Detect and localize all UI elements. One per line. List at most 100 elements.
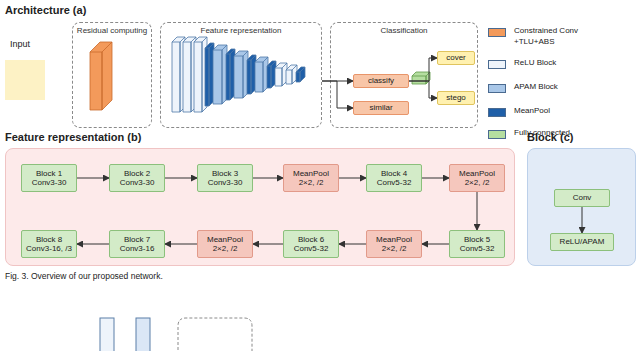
panel-heading: Feature representation (b) (5, 131, 513, 143)
legend-entry: MeanPool (488, 106, 598, 126)
layer-box: Block 1Conv3-30 (21, 164, 77, 192)
layer-slab (296, 67, 305, 82)
layer-label: Block 7 (124, 235, 150, 244)
layer-box: ReLU/APAM (550, 233, 614, 251)
legend-swatch (488, 84, 506, 93)
layer-label: Block 6 (298, 235, 324, 244)
legend-label: MeanPool (514, 106, 590, 117)
legend-label: Fully connected (514, 128, 590, 139)
layer-label: Conv3-16, /3 (26, 244, 72, 253)
layer-slab-edge (90, 42, 112, 110)
layer-slab-edge (234, 51, 248, 98)
layer-label: stego (446, 93, 466, 102)
flow-arrow (409, 81, 437, 98)
layer-slab-edge (275, 63, 287, 86)
flow-arrow (322, 81, 353, 82)
flow-arrow (339, 178, 366, 179)
layer-label: classify (368, 76, 394, 85)
region-heading: Feature representation (161, 26, 321, 35)
layer-box: MeanPool2×2, /2 (449, 164, 505, 192)
layer-slab (234, 51, 248, 98)
layer-label: Conv5-32 (377, 178, 412, 187)
legend-entry: APAM Block (488, 82, 598, 102)
layer-box: MeanPool2×2, /2 (197, 230, 253, 258)
layer-slab (213, 45, 227, 104)
layer-label: MeanPool (207, 235, 243, 244)
layer-slab-edge (412, 72, 430, 84)
cropped-region (178, 318, 252, 351)
flow-arrow (77, 178, 109, 179)
figure-caption: Fig. 3. Overview of our proposed network… (5, 271, 163, 281)
figure-title: Architecture (a) (5, 4, 86, 16)
flow-arrow (422, 178, 449, 179)
legend-swatch (488, 130, 506, 139)
layer-label: Block 3 (212, 169, 238, 178)
layer-label: Conv3-30 (32, 178, 67, 187)
stage-region: Classification classify similar cover stego (330, 22, 478, 128)
layer-box: stego (437, 91, 475, 105)
layer-label: MeanPool (376, 235, 412, 244)
region-heading: Classification (331, 26, 477, 35)
flow-arrow (165, 244, 197, 245)
layer-box: MeanPool2×2, /2 (366, 230, 422, 258)
layer-box: Block 4Conv5-32 (366, 164, 422, 192)
legend-label: Constrained Conv +TLU+ABS (514, 26, 590, 48)
layer-slab-edge (296, 67, 305, 82)
legend-swatch (488, 108, 506, 117)
input-sample (5, 60, 45, 100)
legend-entry: ReLU Block (488, 58, 598, 78)
layer-slab (255, 57, 268, 92)
layer-label: Block 1 (36, 169, 62, 178)
layer-slab (286, 65, 297, 84)
flow-arrow (477, 192, 478, 230)
layer-label: cover (446, 53, 466, 62)
layer-slab-edge (286, 65, 297, 84)
layer-box: Block 3Conv3-30 (197, 164, 253, 192)
layer-label: Conv (573, 193, 592, 202)
layer-label: MeanPool (293, 169, 329, 178)
legend-entry: Constrained Conv +TLU+ABS (488, 26, 598, 46)
layer-box: Block 8Conv3-16, /3 (21, 230, 77, 258)
layer-label: 2×2, /2 (213, 244, 238, 253)
layer-label: Block 4 (381, 169, 407, 178)
layer-box: MeanPool2×2, /2 (283, 164, 339, 192)
layer-label: 2×2, /2 (299, 178, 324, 187)
layer-label: Conv3-16 (120, 244, 155, 253)
layer-label: Conv3-30 (208, 178, 243, 187)
legend-label: ReLU Block (514, 58, 590, 69)
layer-slab (412, 72, 430, 84)
cropped-block (136, 318, 150, 351)
flow-arrow (322, 81, 353, 108)
flow-arrow (253, 178, 283, 179)
legend-swatch (488, 28, 506, 37)
layer-label: Block 2 (124, 169, 150, 178)
legend-entry: Fully connected (488, 128, 598, 148)
stage-region: Residual computing (72, 22, 152, 128)
layer-slab-edge (213, 45, 227, 104)
region-heading: Residual computing (73, 26, 151, 35)
layer-label: Block 5 (464, 235, 490, 244)
flow-arrow (422, 244, 449, 245)
input-label: Input (10, 39, 48, 49)
stage-region: Feature representation (160, 22, 322, 128)
layer-box: Block 5Conv5-32 (449, 230, 505, 258)
flow-arrow (409, 58, 437, 81)
layer-label: 2×2, /2 (382, 244, 407, 253)
layer-box: similar (353, 101, 409, 115)
flow-arrow (253, 244, 283, 245)
flow-arrow (165, 178, 197, 179)
input-node: Input (4, 38, 48, 104)
layer-label: ReLU/APAM (560, 237, 605, 246)
legend-swatch (488, 60, 506, 69)
layer-label: Block 8 (36, 235, 62, 244)
layer-box: Block 2Conv3-30 (109, 164, 165, 192)
layer-slab (275, 63, 287, 86)
layer-box: Block 6Conv5-32 (283, 230, 339, 258)
layer-box: Block 7Conv3-16 (109, 230, 165, 258)
flow-arrow (339, 244, 366, 245)
layer-label: MeanPool (459, 169, 495, 178)
cropped-block (100, 318, 114, 351)
layer-slab-edge (255, 57, 268, 92)
section-panel: Block (c)ConvReLU/APAM (527, 148, 636, 266)
